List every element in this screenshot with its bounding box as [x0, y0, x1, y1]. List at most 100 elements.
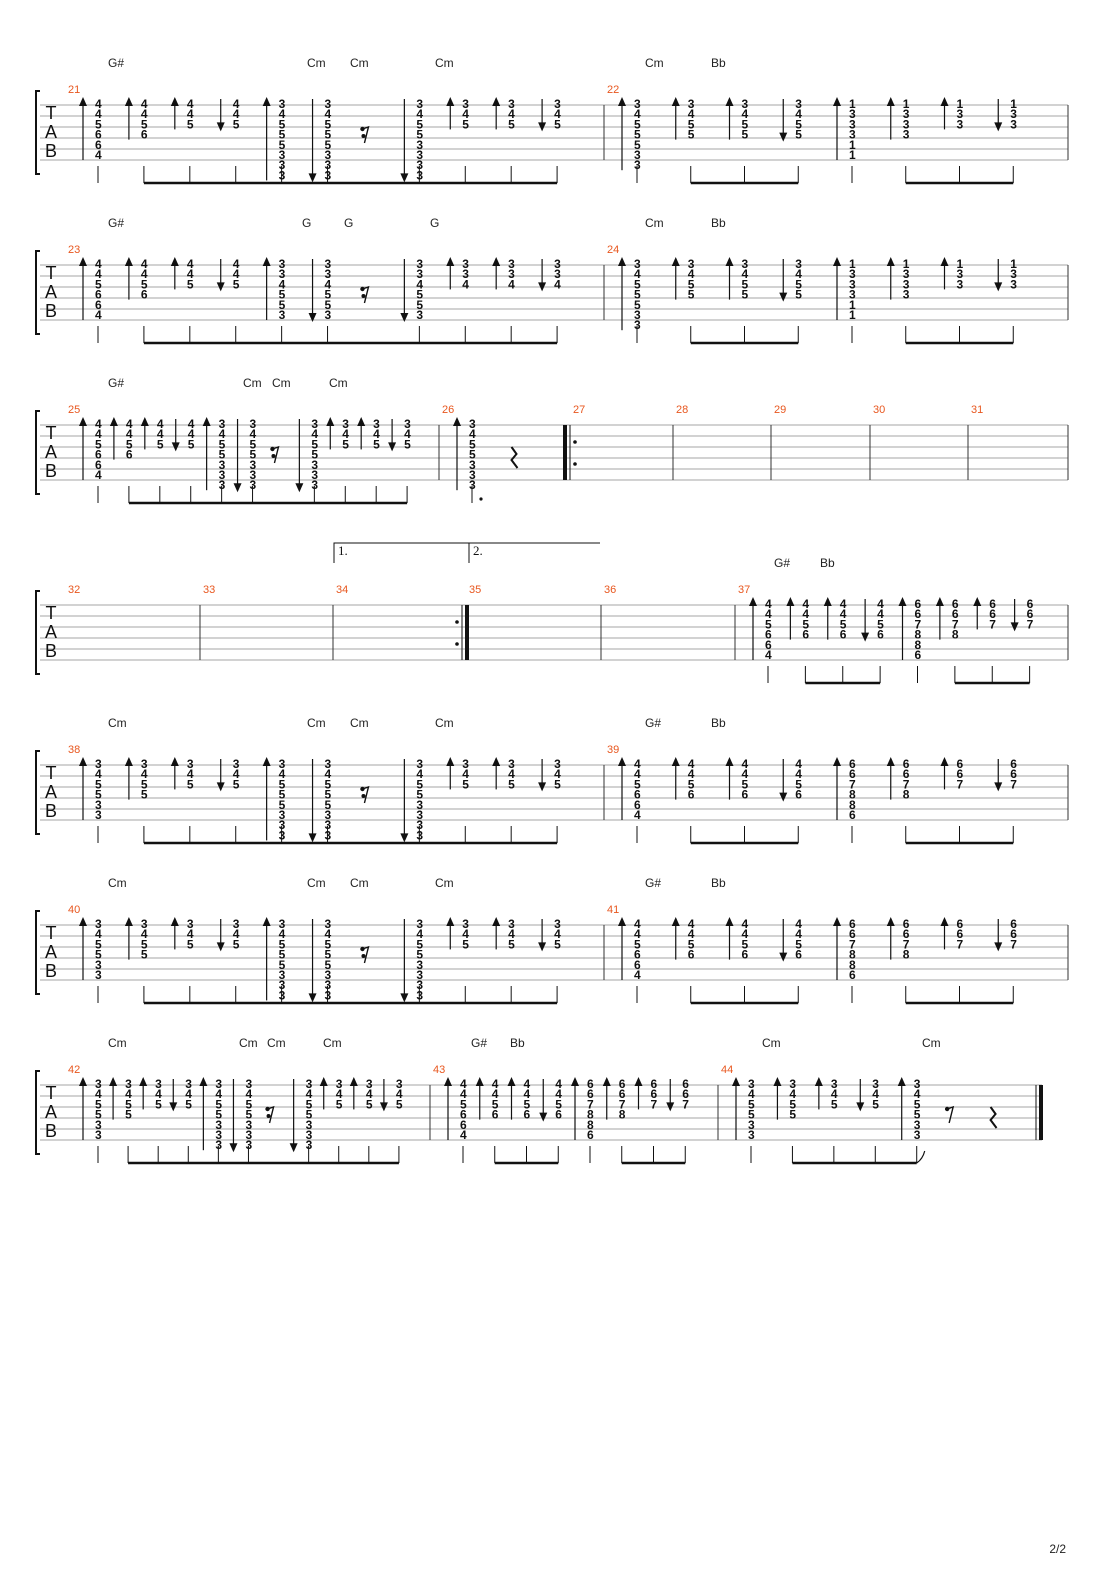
- fret-number: 6: [460, 1118, 467, 1132]
- fret-number: 3: [634, 158, 641, 172]
- fret-number: 4: [125, 1087, 132, 1101]
- fret-number: 5: [311, 437, 318, 451]
- chord-column: 345: [379, 1077, 403, 1163]
- fret-number: 6: [141, 128, 148, 142]
- downstroke-arrow: [216, 122, 225, 132]
- fret-number: 5: [325, 798, 332, 812]
- upstroke-arrow: [170, 917, 179, 926]
- fret-number: 6: [957, 917, 964, 931]
- fret-number: 1: [1010, 97, 1017, 111]
- upstroke-arrow: [886, 257, 895, 266]
- fret-number: 5: [416, 777, 423, 791]
- fret-number: 5: [279, 948, 286, 962]
- chord-column: 667: [994, 757, 1017, 843]
- fret-number: 4: [233, 767, 240, 781]
- chord-column: 345: [170, 917, 194, 1003]
- fret-number: 4: [141, 267, 148, 281]
- measure-number: 33: [203, 584, 215, 596]
- fret-number: 4: [795, 267, 802, 281]
- fret-number: 3: [914, 1128, 921, 1142]
- fret-number: 6: [903, 757, 910, 771]
- upstroke-arrow: [262, 757, 271, 766]
- upstroke-arrow: [349, 1077, 358, 1086]
- fret-number: 3: [416, 138, 423, 152]
- chord-name: Bb: [711, 876, 726, 890]
- fret-number: 5: [508, 937, 515, 951]
- fret-number: 3: [462, 257, 469, 271]
- downstroke-arrow: [229, 1143, 238, 1153]
- fret-number: 4: [634, 808, 641, 822]
- fret-number: 4: [187, 767, 194, 781]
- fret-number: 3: [325, 308, 332, 322]
- fret-number: 3: [903, 267, 910, 281]
- fret-number: 5: [524, 1097, 531, 1111]
- fret-number: 3: [279, 267, 286, 281]
- upstroke-arrow: [79, 97, 87, 106]
- fret-number: 5: [416, 948, 423, 962]
- chord-name: G#: [645, 716, 661, 730]
- fret-number: 6: [915, 648, 922, 662]
- fret-number: 3: [155, 1077, 162, 1091]
- fret-number: 5: [688, 277, 695, 291]
- chord-name: Bb: [820, 556, 835, 570]
- fret-number: 3: [325, 148, 332, 162]
- upstroke-arrow: [786, 597, 795, 606]
- fret-number: 1: [849, 257, 856, 271]
- upstroke-arrow: [262, 257, 271, 266]
- downstroke-arrow: [233, 483, 242, 493]
- fret-number: 5: [279, 128, 286, 142]
- fret-number: 5: [187, 777, 194, 791]
- fret-number: 8: [915, 638, 922, 652]
- fret-number: 7: [619, 1097, 626, 1111]
- downstroke-arrow: [994, 282, 1003, 292]
- fret-number: 3: [416, 798, 423, 812]
- fret-number: 4: [634, 767, 641, 781]
- fret-number: 4: [155, 1087, 162, 1101]
- fret-number: 5: [325, 788, 332, 802]
- system-bracket: [35, 910, 40, 995]
- fret-number: 6: [492, 1108, 499, 1122]
- fret-number: 5: [141, 937, 148, 951]
- chord-name: Cm: [435, 716, 454, 730]
- fret-number: 3: [311, 468, 318, 482]
- upstroke-arrow: [940, 97, 949, 106]
- fret-number: 5: [508, 777, 515, 791]
- upstroke-arrow: [446, 917, 455, 926]
- fret-number: 5: [95, 948, 102, 962]
- fret-number: 4: [508, 767, 515, 781]
- measure-number: 37: [738, 584, 750, 596]
- fret-number: 4: [554, 927, 561, 941]
- fret-number: 6: [587, 1077, 594, 1091]
- fret-number: 4: [634, 757, 641, 771]
- fret-number: 3: [1010, 277, 1017, 291]
- fret-number: 5: [325, 288, 332, 302]
- measure-number: 39: [607, 744, 619, 756]
- fret-number: 5: [325, 958, 332, 972]
- fret-number: 5: [279, 138, 286, 152]
- chord-name: Bb: [711, 216, 726, 230]
- upstroke-arrow: [319, 1077, 328, 1086]
- rest-16th: [360, 945, 370, 964]
- fret-number: 5: [125, 1108, 132, 1122]
- fret-number: 5: [742, 288, 749, 302]
- chord-name: G#: [108, 56, 124, 70]
- fret-number: 6: [555, 1108, 562, 1122]
- fret-number: 4: [688, 267, 695, 281]
- upstroke-arrow: [326, 417, 335, 426]
- fret-number: 4: [325, 767, 332, 781]
- fret-number: 3: [914, 1118, 921, 1132]
- rest-dot-2: [361, 294, 366, 298]
- chord-name: G: [430, 216, 439, 230]
- fret-number: 3: [469, 458, 476, 472]
- upstroke-arrow: [79, 257, 87, 266]
- upstroke-arrow: [453, 417, 461, 426]
- upstroke-arrow: [886, 757, 895, 766]
- chord-column: 345: [856, 1077, 879, 1163]
- chord-column: 445: [170, 257, 194, 343]
